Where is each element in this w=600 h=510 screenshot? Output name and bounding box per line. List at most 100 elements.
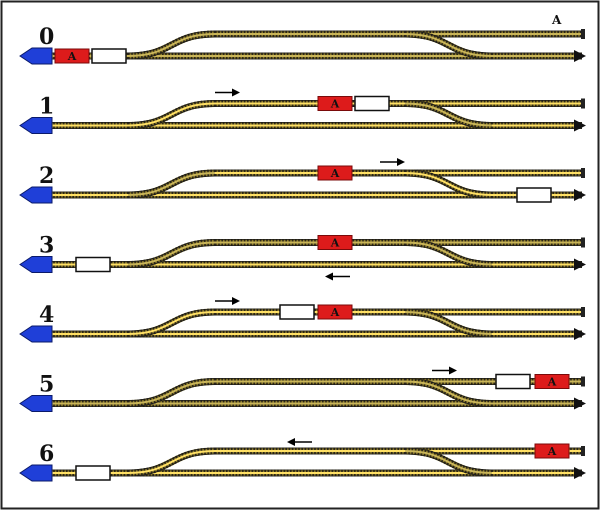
right-crossover-edge-bottom <box>404 106 493 129</box>
right-crossover-gauge <box>404 241 493 266</box>
right-crossover-edge-bottom <box>404 245 493 268</box>
step-label: 3 <box>39 233 54 259</box>
step-label: 1 <box>39 94 54 120</box>
left-crossover-gauge <box>127 33 216 57</box>
right-crossover-edge-bottom <box>404 453 493 477</box>
right-crossover-gauge <box>404 102 493 127</box>
buffer-stop-blue <box>19 256 53 273</box>
direction-arrow-head <box>397 158 405 166</box>
step-label: 0 <box>39 24 54 50</box>
locomotive-label: A <box>330 98 340 111</box>
right-crossover-edge-top <box>404 308 493 332</box>
left-crossover-edge-top <box>127 308 216 332</box>
main-track-end-arrow <box>574 189 586 201</box>
left-crossover-gauge <box>127 241 216 266</box>
step-label: 2 <box>39 163 54 189</box>
right-crossover-edge-top <box>404 100 493 123</box>
right-crossover-edge-bottom <box>404 314 493 338</box>
upper-buffer-stop <box>581 98 585 109</box>
main-track-end-arrow <box>574 467 586 479</box>
corner-label: A <box>551 13 562 27</box>
step-label: 6 <box>39 441 54 467</box>
right-crossover-edge-top <box>404 447 493 471</box>
main-track-end-arrow <box>574 258 586 271</box>
locomotive-label: A <box>547 445 557 458</box>
left-crossover-gauge <box>127 450 216 474</box>
right-crossover-gauge <box>404 380 493 405</box>
buffer-stop-blue <box>19 47 53 65</box>
right-crossover-gauge <box>404 33 493 57</box>
locomotive-label: A <box>330 306 340 319</box>
direction-arrow-head <box>232 297 240 305</box>
left-crossover-edge-bottom <box>127 106 216 129</box>
upper-buffer-stop <box>581 168 585 178</box>
step-0: 0A <box>19 24 586 65</box>
upper-buffer-stop <box>581 307 585 317</box>
left-crossover-edge-bottom <box>127 453 216 477</box>
locomotive-label: A <box>547 376 557 389</box>
left-crossover-edge-top <box>127 100 216 123</box>
right-crossover-edge-top <box>404 30 493 54</box>
locomotive <box>317 96 353 111</box>
right-crossover-edge-top <box>404 169 493 193</box>
wagon <box>495 373 531 390</box>
buffer-stop-blue <box>19 464 53 482</box>
right-crossover-edge-bottom <box>404 36 493 60</box>
direction-arrow-head <box>232 88 240 97</box>
right-crossover-edge-top <box>404 239 493 262</box>
locomotive <box>534 374 570 389</box>
right-crossover-edge-bottom <box>404 175 493 199</box>
left-crossover-gauge <box>127 102 216 127</box>
step-label: 4 <box>39 302 54 328</box>
left-crossover-gauge <box>127 380 216 405</box>
left-crossover-gauge <box>127 311 216 335</box>
wagon <box>75 256 111 273</box>
left-crossover-edge-top <box>127 169 216 193</box>
left-crossover-edge-top <box>127 30 216 54</box>
left-crossover-edge-bottom <box>127 245 216 268</box>
main-track-end-arrow <box>574 397 586 410</box>
direction-arrow-head <box>287 438 295 446</box>
locomotive <box>317 165 353 181</box>
left-crossover-edge-bottom <box>127 314 216 338</box>
right-crossover-gauge <box>404 311 493 335</box>
locomotive <box>317 304 353 320</box>
locomotive-label: A <box>330 237 340 250</box>
left-crossover-gauge <box>127 172 216 196</box>
step-label: 5 <box>39 372 54 398</box>
right-crossover-edge-bottom <box>404 384 493 407</box>
main-track-end-arrow <box>574 50 586 62</box>
buffer-stop-blue <box>19 325 53 343</box>
wagon <box>354 95 390 112</box>
buffer-stop-blue <box>19 395 53 412</box>
locomotive-label: A <box>330 167 340 180</box>
locomotive-label: A <box>67 50 77 63</box>
wagon <box>516 187 552 203</box>
locomotive <box>54 48 90 64</box>
main-track-end-arrow <box>574 328 586 340</box>
left-crossover-edge-bottom <box>127 384 216 407</box>
upper-buffer-stop <box>581 376 585 387</box>
left-crossover-edge-bottom <box>127 36 216 60</box>
upper-buffer-stop <box>581 29 585 39</box>
left-crossover-edge-top <box>127 239 216 262</box>
buffer-stop-blue <box>19 186 53 204</box>
wagon <box>91 48 127 64</box>
left-crossover-edge-top <box>127 378 216 401</box>
wagon <box>75 465 111 481</box>
left-crossover-edge-bottom <box>127 175 216 199</box>
right-crossover-gauge <box>404 450 493 474</box>
locomotive <box>317 235 353 250</box>
right-crossover-gauge <box>404 172 493 196</box>
upper-buffer-stop <box>581 446 585 456</box>
locomotive <box>534 443 570 459</box>
direction-arrow-head <box>325 272 333 281</box>
